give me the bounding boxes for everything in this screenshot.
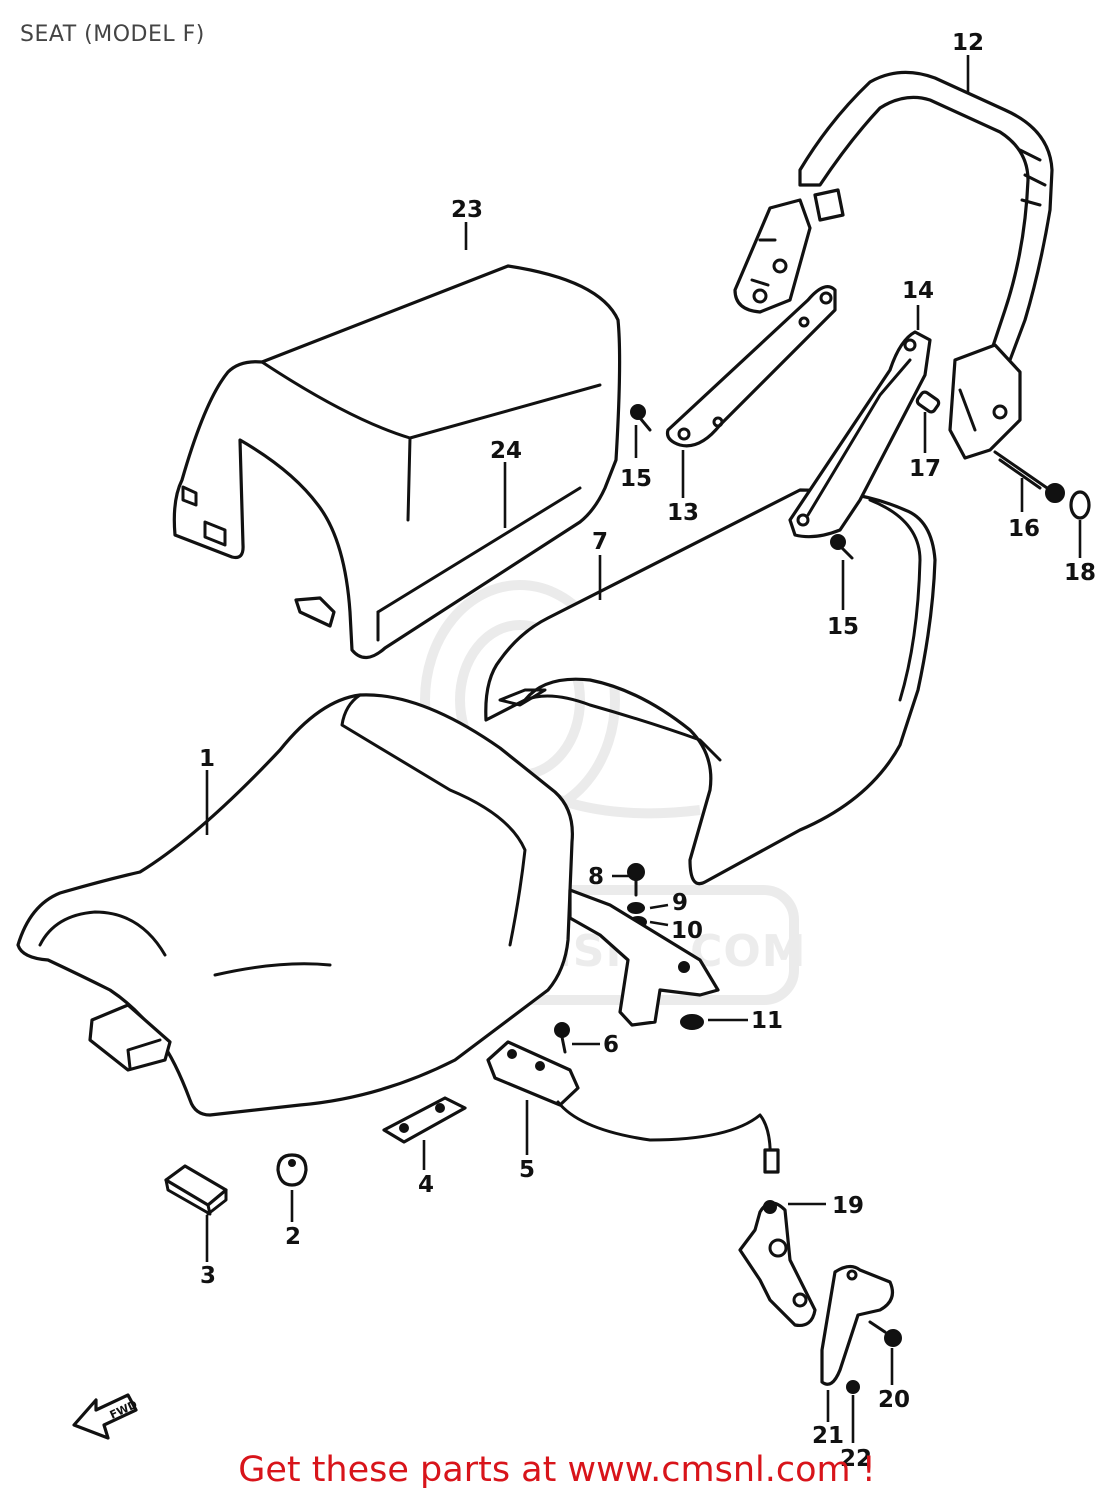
part-14-bracket[interactable] — [788, 330, 932, 539]
fwd-arrow-icon — [72, 1393, 138, 1440]
part-12-grab-rail[interactable] — [733, 70, 1054, 460]
callout-11: 11 — [751, 1008, 783, 1034]
callout-17: 17 — [909, 456, 941, 482]
callout-5: 5 — [519, 1157, 535, 1183]
part-2-cap-nut[interactable] — [276, 1153, 308, 1187]
callout-10: 10 — [671, 918, 703, 944]
part-5-seat-lock[interactable] — [486, 1040, 780, 1174]
callout-3: 3 — [200, 1263, 216, 1289]
callout-24: 24 — [490, 438, 522, 464]
part-17-collar[interactable] — [915, 390, 941, 414]
callout-8: 8 — [588, 864, 604, 890]
part-7-passenger-seat[interactable] — [484, 488, 937, 886]
callout-4: 4 — [418, 1172, 434, 1198]
part-13-bracket[interactable] — [665, 285, 837, 448]
part-4-plate[interactable] — [382, 1096, 467, 1144]
part-16-bolt[interactable] — [993, 450, 1065, 503]
callout-23: 23 — [451, 197, 483, 223]
callout-1: 1 — [199, 746, 215, 772]
part-18-clip[interactable] — [1069, 490, 1091, 520]
part-1-main-seat[interactable] — [16, 693, 574, 1117]
callout-22: 22 — [840, 1446, 872, 1472]
seat-stay-bracket[interactable] — [568, 888, 720, 1027]
leader-lines — [205, 55, 1082, 1443]
part-15a-bolt[interactable] — [630, 404, 652, 432]
callout-20: 20 — [878, 1387, 910, 1413]
callout-2: 2 — [285, 1224, 301, 1250]
part-21-bracket[interactable] — [820, 1264, 894, 1386]
callout-16: 16 — [1008, 516, 1040, 542]
callout-19: 19 — [832, 1193, 864, 1219]
callout-12: 12 — [952, 30, 984, 56]
part-9-washer[interactable] — [627, 902, 645, 914]
part-3-cushion[interactable] — [164, 1164, 228, 1216]
part-6-screw[interactable] — [554, 1022, 570, 1054]
callout-21: 21 — [812, 1423, 844, 1449]
callout-7: 7 — [592, 529, 608, 555]
callout-18: 18 — [1064, 560, 1096, 586]
part-15b-bolt[interactable] — [830, 534, 854, 560]
part-19-lock-assembly[interactable] — [738, 1200, 817, 1328]
footer-link-text[interactable]: Get these parts at www.cmsnl.com ! — [238, 1450, 876, 1490]
callout-9: 9 — [672, 890, 688, 916]
part-20-bolt[interactable] — [868, 1320, 902, 1347]
callout-6: 6 — [603, 1032, 619, 1058]
part-23-seat-cowl[interactable] — [172, 264, 622, 660]
callout-15-upper: 15 — [620, 466, 652, 492]
callout-15-lower: 15 — [827, 614, 859, 640]
callout-13: 13 — [667, 500, 699, 526]
callout-14: 14 — [902, 278, 934, 304]
diagram-title: SEAT (MODEL F) — [20, 22, 205, 47]
part-11-grommet[interactable] — [680, 1014, 704, 1030]
part-8-bolt[interactable] — [627, 863, 645, 897]
part-22-screw[interactable] — [846, 1380, 860, 1394]
